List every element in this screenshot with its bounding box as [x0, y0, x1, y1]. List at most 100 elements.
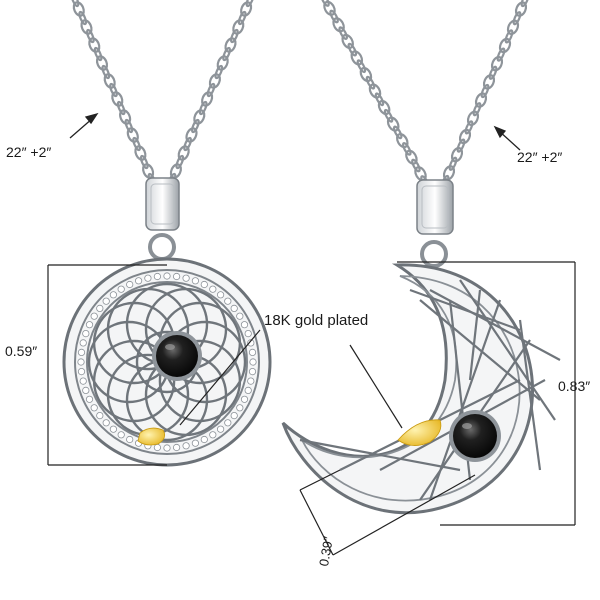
chain-link — [201, 91, 214, 107]
chain-link — [86, 28, 95, 44]
rim-gem — [217, 425, 225, 433]
chain-link — [132, 136, 141, 152]
chain-link — [111, 91, 124, 107]
chain-length-label-right: 22″ +2″ — [517, 149, 563, 165]
rim-gem — [191, 439, 199, 447]
rim-gem — [163, 444, 171, 452]
chain-pointer-arrows — [69, 112, 521, 151]
rim-gem — [126, 280, 134, 289]
chain-link — [139, 154, 149, 170]
chain-link — [230, 28, 239, 44]
rim-gem — [182, 442, 190, 450]
chain-link — [490, 55, 504, 72]
chain-link — [474, 92, 488, 108]
chain-link — [191, 118, 200, 134]
rim-gem — [224, 419, 232, 427]
rim-gem — [85, 321, 94, 329]
rim-gem — [173, 443, 181, 452]
right-chain — [320, 0, 530, 190]
chain-link — [222, 46, 231, 62]
rim-gem — [249, 358, 257, 366]
rim-gem — [79, 377, 87, 385]
rim-gem — [102, 419, 110, 427]
chain-link — [126, 127, 139, 143]
chain-link — [101, 64, 111, 80]
rim-gem — [82, 329, 90, 338]
chain-link — [472, 102, 482, 117]
rim-gem — [217, 291, 225, 299]
chain-link — [512, 11, 522, 26]
chain-link — [374, 92, 385, 107]
chain-link — [232, 19, 245, 35]
chain-link — [245, 0, 255, 8]
chain-link — [402, 142, 412, 156]
rim-gem — [135, 277, 143, 285]
chain-link — [109, 82, 118, 98]
moon-pendant — [281, 179, 561, 515]
chain-link — [488, 65, 498, 80]
rim-gem — [240, 321, 249, 329]
rim-gem — [117, 285, 125, 293]
chain-link — [224, 37, 237, 53]
rim-gem — [244, 386, 252, 394]
chain-link — [177, 145, 190, 161]
chain-link — [70, 0, 80, 8]
rim-gem — [209, 285, 217, 293]
rim-gem — [144, 274, 152, 282]
chain-link — [124, 118, 134, 134]
chain-link — [405, 149, 418, 165]
rim-gem — [153, 443, 161, 452]
rim-gem — [102, 297, 110, 305]
chain-link — [350, 50, 364, 66]
rim-gem — [247, 377, 255, 385]
rim-gem — [236, 404, 244, 412]
chain-link — [386, 116, 400, 132]
rim-gem — [77, 348, 86, 356]
chain-link — [506, 19, 520, 36]
chain-link — [329, 9, 339, 24]
lattice-bar — [419, 299, 541, 401]
chain-link — [320, 0, 330, 7]
chain-length-label-left: 22″ +2″ — [6, 144, 52, 160]
rim-gem — [247, 339, 255, 347]
chain-link — [496, 47, 506, 62]
lattice-bar — [429, 289, 561, 361]
chain-link — [392, 125, 403, 140]
rim-gem — [153, 272, 161, 281]
rim-gem — [90, 404, 98, 412]
chain-link — [498, 37, 512, 54]
rim-gem — [96, 304, 104, 312]
chain-link — [323, 0, 336, 16]
chain-link — [514, 1, 528, 17]
rim-gem — [77, 367, 86, 376]
rim-gem — [82, 386, 90, 394]
chain-link — [368, 83, 382, 99]
chain-link — [80, 19, 93, 35]
chain-link — [134, 145, 147, 161]
lattice-bar — [299, 438, 461, 472]
rim-gem — [182, 274, 190, 282]
chain-link — [103, 73, 116, 89]
sun-pendant — [62, 177, 272, 467]
chain-link — [456, 138, 466, 153]
chain-link — [356, 59, 367, 74]
rim-gem — [191, 277, 199, 285]
left-chain — [70, 0, 255, 188]
rim-gem — [200, 435, 208, 444]
chain-link — [240, 1, 253, 17]
sun-height-label: 0.59″ — [5, 343, 38, 359]
rim-gem — [77, 358, 85, 366]
chain-link — [95, 55, 109, 71]
chain-link — [214, 64, 224, 80]
chain-link — [482, 74, 496, 90]
chain-link — [396, 132, 409, 149]
rim-gem — [96, 411, 104, 420]
rim-gem — [90, 312, 98, 320]
chain-link — [359, 66, 373, 83]
chain-link — [458, 128, 472, 145]
chain-link — [341, 33, 354, 50]
chain-link — [183, 136, 192, 152]
chain-link — [383, 108, 394, 123]
